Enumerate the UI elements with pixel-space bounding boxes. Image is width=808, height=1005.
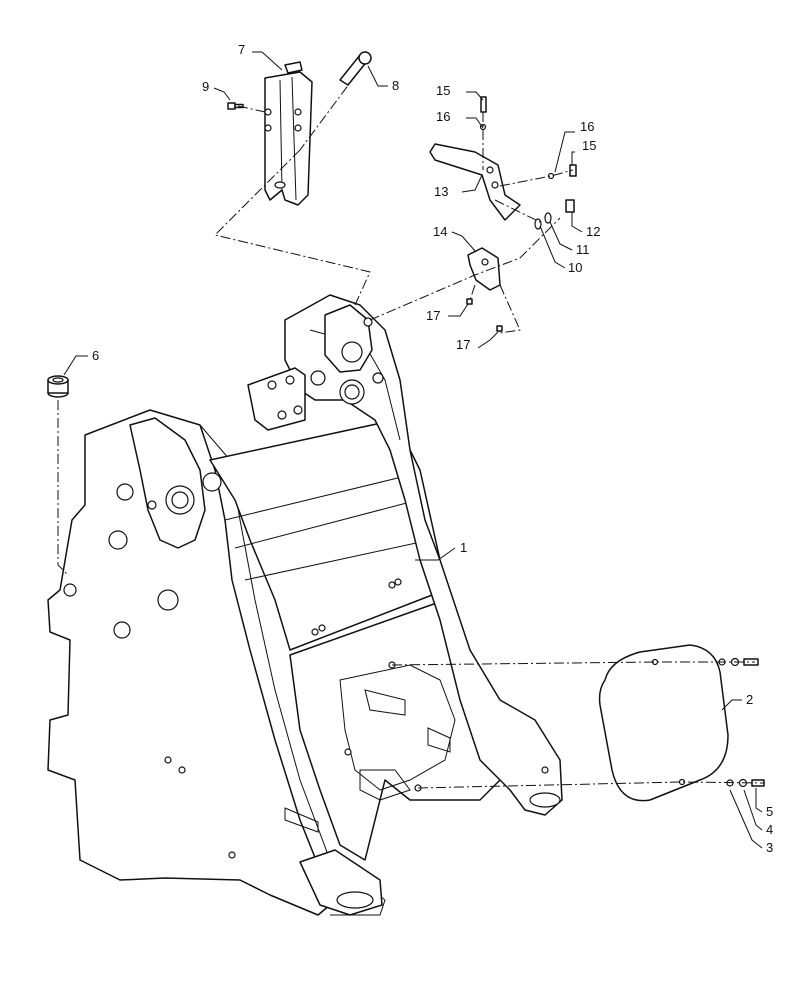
callout-17-upper: 17: [426, 308, 440, 323]
callout-16-top: 16: [436, 109, 450, 124]
bolt-9: [227, 102, 244, 110]
callout-15-top: 15: [436, 83, 450, 98]
callout-8: 8: [392, 78, 399, 93]
callout-13: 13: [434, 184, 448, 199]
callout-labels: 1 2 3 4 5 6 7 8 9 10 11 12 13 14 15 15 1…: [92, 42, 773, 855]
callout-6: 6: [92, 348, 99, 363]
callout-12: 12: [586, 224, 600, 239]
callout-14: 14: [433, 224, 447, 239]
assembly-lines: [57, 71, 765, 789]
callout-17-lower: 17: [456, 337, 470, 352]
mounting-bracket: [429, 143, 521, 221]
callout-11: 11: [576, 242, 590, 257]
callout-16-right: 16: [580, 119, 594, 134]
lock-pin: [339, 51, 372, 86]
callout-3: 3: [766, 840, 773, 855]
callout-7: 7: [238, 42, 245, 57]
callout-4: 4: [766, 822, 773, 837]
callout-15-right: 15: [582, 138, 596, 153]
loader-frame: [47, 294, 563, 916]
callout-10: 10: [568, 260, 582, 275]
guard-plate: [598, 644, 729, 802]
callout-2: 2: [746, 692, 753, 707]
bushing: [47, 375, 69, 398]
callout-9: 9: [202, 79, 209, 94]
support-bracket: [264, 61, 313, 206]
callout-leaders: [63, 51, 763, 849]
clamp: [467, 247, 501, 291]
callout-1: 1: [460, 540, 467, 555]
callout-5: 5: [766, 804, 773, 819]
